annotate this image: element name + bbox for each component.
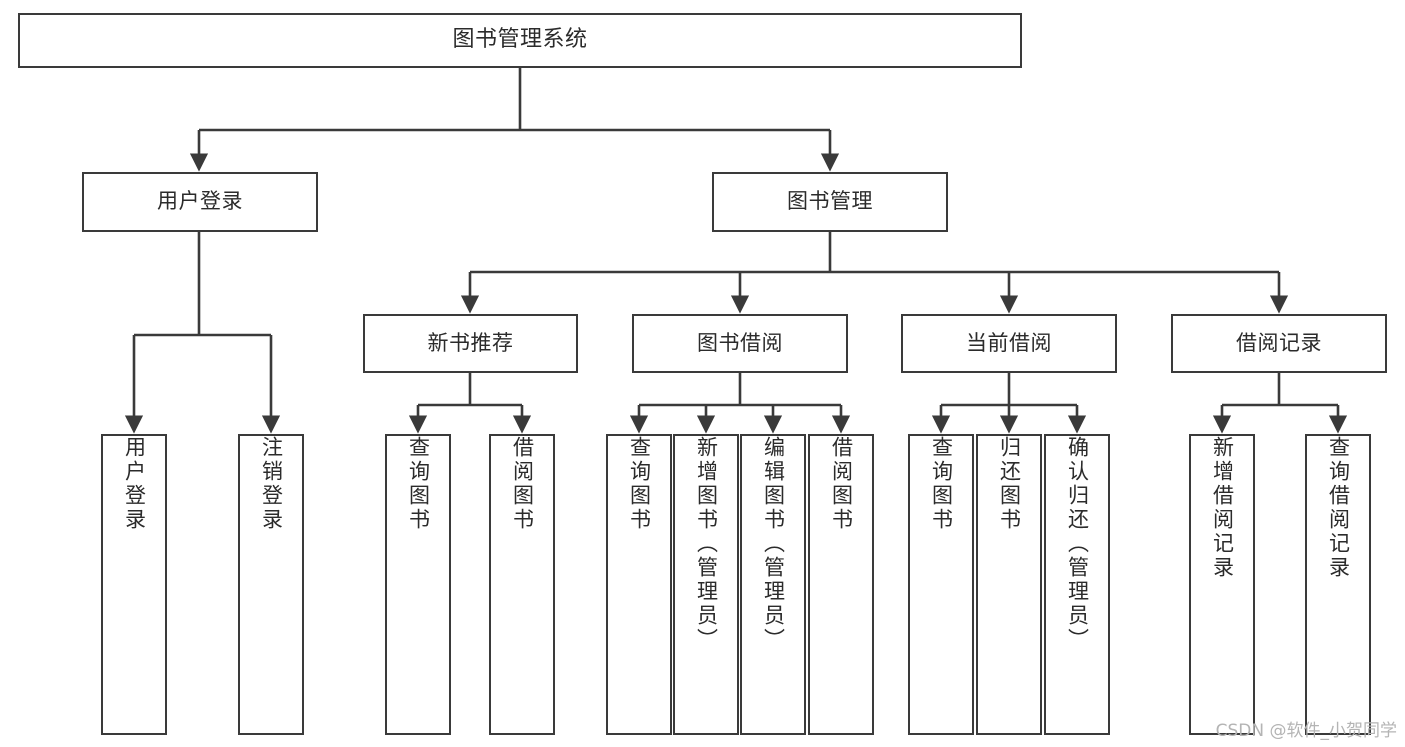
node-label: 查询图书	[406, 436, 431, 532]
node-leaf-user-login[interactable]: 用户登录	[101, 434, 167, 735]
node-user-login[interactable]: 用户登录	[82, 172, 318, 232]
node-label: 归还图书	[997, 436, 1022, 532]
node-label: 编辑图书（管理员）	[761, 436, 786, 652]
node-book-borrow[interactable]: 图书借阅	[632, 314, 848, 373]
node-label: 新增借阅记录	[1210, 436, 1235, 580]
node-root-book-management-system[interactable]: 图书管理系统	[18, 13, 1022, 68]
node-label: 用户登录	[157, 189, 243, 214]
node-label: 查询图书	[627, 436, 652, 532]
node-leaf-query-record[interactable]: 查询借阅记录	[1305, 434, 1371, 735]
node-label: 注销登录	[259, 436, 284, 532]
node-label: 图书管理	[787, 189, 873, 214]
node-label: 查询借阅记录	[1326, 436, 1351, 580]
node-new-book-recommend[interactable]: 新书推荐	[363, 314, 578, 373]
node-leaf-return-book[interactable]: 归还图书	[976, 434, 1042, 735]
node-label: 新书推荐	[427, 330, 514, 355]
node-book-management[interactable]: 图书管理	[712, 172, 948, 232]
node-current-borrow[interactable]: 当前借阅	[901, 314, 1117, 373]
node-leaf-logout[interactable]: 注销登录	[238, 434, 304, 735]
node-label: 图书管理系统	[452, 27, 588, 53]
node-leaf-query-book-2[interactable]: 查询图书	[606, 434, 672, 735]
node-label: 查询图书	[929, 436, 954, 532]
node-leaf-query-book-3[interactable]: 查询图书	[908, 434, 974, 735]
node-leaf-edit-book[interactable]: 编辑图书（管理员）	[740, 434, 806, 735]
node-leaf-confirm-return[interactable]: 确认归还（管理员）	[1044, 434, 1110, 735]
node-label: 借阅图书	[510, 436, 535, 532]
node-label: 借阅图书	[829, 436, 854, 532]
node-leaf-borrow-book-2[interactable]: 借阅图书	[808, 434, 874, 735]
node-label: 确认归还（管理员）	[1065, 436, 1090, 652]
node-leaf-borrow-book-1[interactable]: 借阅图书	[489, 434, 555, 735]
node-leaf-add-book[interactable]: 新增图书（管理员）	[673, 434, 739, 735]
node-label: 用户登录	[122, 436, 147, 532]
node-leaf-query-book-1[interactable]: 查询图书	[385, 434, 451, 735]
node-label: 借阅记录	[1236, 330, 1322, 355]
node-leaf-add-record[interactable]: 新增借阅记录	[1189, 434, 1255, 735]
csdn-watermark: CSDN @软件_小贺同学	[1215, 721, 1397, 741]
node-label: 新增图书（管理员）	[694, 436, 719, 652]
node-label: 当前借阅	[966, 330, 1052, 355]
node-borrow-record[interactable]: 借阅记录	[1171, 314, 1387, 373]
node-label: 图书借阅	[697, 330, 783, 355]
